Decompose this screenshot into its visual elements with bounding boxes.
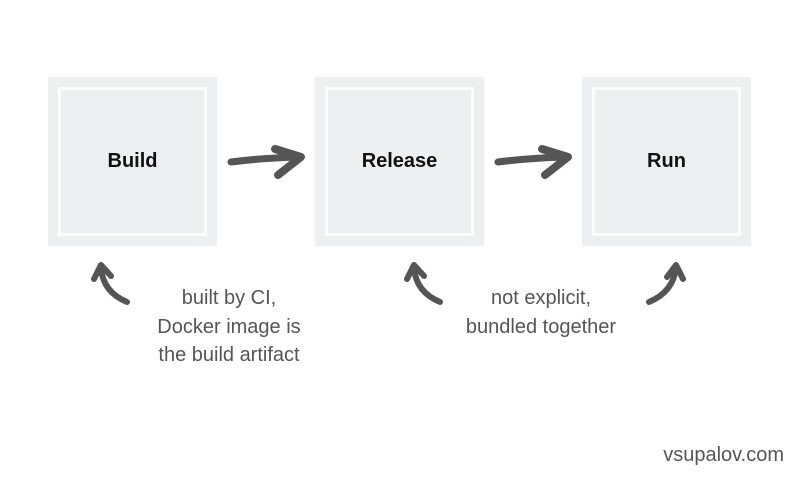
- run-curved-arrow-icon: [646, 262, 686, 305]
- build-stage-label: Build: [107, 150, 158, 172]
- release-to-run-arrow-icon: [494, 145, 572, 179]
- build-to-release-arrow-icon: [227, 145, 305, 179]
- run-stage-inner-frame: [592, 87, 741, 236]
- release-curved-arrow-icon: [404, 262, 443, 305]
- run-stage-label: Run: [647, 150, 686, 172]
- site-watermark: vsupalov.com: [663, 444, 784, 466]
- release-stage-label: Release: [361, 150, 438, 172]
- build-stage-inner-frame: [58, 87, 207, 236]
- release-note: not explicit, bundled together: [465, 287, 617, 338]
- run-stage-box: Run: [582, 77, 751, 246]
- build-stage-box: Build: [48, 77, 217, 246]
- build-note: built by CI, Docker image is the build a…: [157, 287, 301, 366]
- build-curved-arrow-icon: [91, 262, 130, 305]
- release-stage-box: Release: [315, 77, 484, 246]
- release-stage-inner-frame: [325, 87, 474, 236]
